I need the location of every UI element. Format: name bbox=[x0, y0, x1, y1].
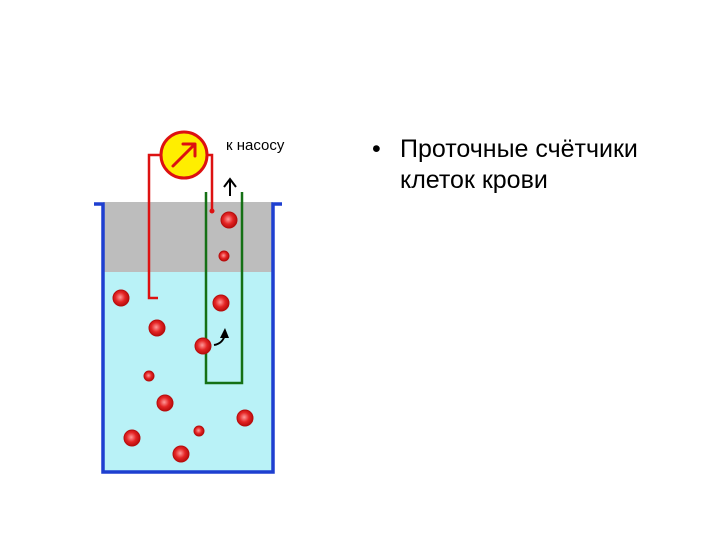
cell bbox=[143, 370, 155, 382]
cell bbox=[172, 445, 190, 463]
cell bbox=[212, 294, 230, 312]
air-gap bbox=[103, 202, 273, 272]
cell bbox=[194, 337, 212, 355]
bullet-marker: • bbox=[372, 135, 381, 163]
electrode-tip bbox=[209, 208, 215, 214]
flow-arrow-icon bbox=[213, 328, 229, 346]
cell bbox=[218, 250, 230, 262]
circuit-wire-left bbox=[147, 153, 165, 300]
cell bbox=[193, 425, 205, 437]
cell bbox=[148, 319, 166, 337]
meter-icon bbox=[159, 130, 209, 180]
flow-tube bbox=[204, 192, 244, 385]
bullet-text: Проточные счётчики клеток крови bbox=[400, 135, 638, 194]
cell bbox=[236, 409, 254, 427]
pump-label: к насосу bbox=[226, 137, 285, 154]
beaker bbox=[94, 202, 282, 474]
bullet-point: • Проточные счётчики клеток крови bbox=[372, 134, 700, 196]
cell bbox=[112, 289, 130, 307]
cell bbox=[156, 394, 174, 412]
cell bbox=[220, 211, 238, 229]
up-arrow-icon bbox=[223, 177, 237, 196]
cell bbox=[123, 429, 141, 447]
